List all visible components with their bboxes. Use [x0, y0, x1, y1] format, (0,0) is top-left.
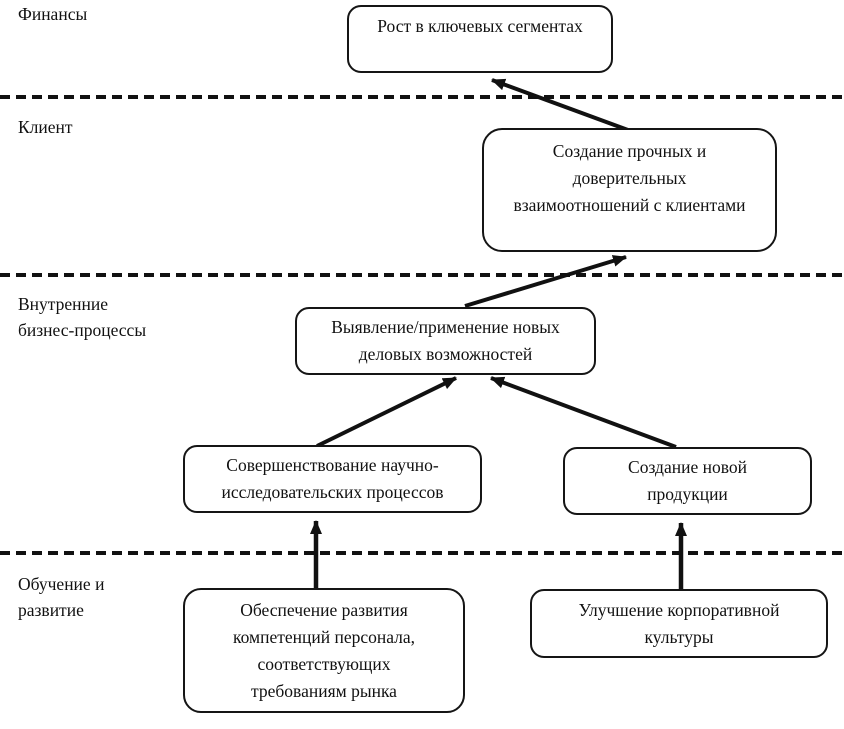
node-research-processes: Совершенствование научно- исследовательс…	[183, 445, 482, 513]
node-segment-growth-label: Рост в ключевых сегментах	[377, 16, 583, 36]
arrow-products-to-opportunities	[490, 376, 677, 449]
arrow-research-to-opportunities	[316, 376, 457, 448]
node-research-processes-label: Совершенствование научно- исследовательс…	[221, 455, 444, 502]
node-segment-growth: Рост в ключевых сегментах	[347, 5, 613, 73]
node-new-opportunities-label: Выявление/применение новых деловых возмо…	[331, 317, 560, 364]
node-new-opportunities: Выявление/применение новых деловых возмо…	[295, 307, 596, 375]
perspective-label-learning: Обучение и развитие	[18, 574, 105, 620]
perspective-label-internal: Внутренние бизнес-процессы	[18, 294, 147, 340]
perspective-label-client: Клиент	[18, 117, 73, 137]
node-new-products: Создание новой продукции	[563, 447, 812, 515]
arrow-opportunities-to-client	[464, 255, 627, 308]
node-corporate-culture-label: Улучшение корпоративной культуры	[578, 599, 780, 647]
arrow-client-to-growth	[491, 78, 629, 132]
node-client-relations: Создание прочных и доверительных взаимоо…	[482, 128, 777, 252]
node-client-relations-label: Создание прочных и доверительных взаимоо…	[513, 141, 746, 215]
node-corporate-culture: Улучшение корпоративной культуры	[530, 589, 828, 658]
node-new-products-label: Создание новой продукции	[628, 457, 747, 504]
perspective-label-finance: Финансы	[18, 4, 88, 24]
node-personnel-competencies: Обеспечение развития компетенций персона…	[183, 588, 465, 713]
node-personnel-competencies-label: Обеспечение развития компетенций персона…	[232, 599, 416, 701]
